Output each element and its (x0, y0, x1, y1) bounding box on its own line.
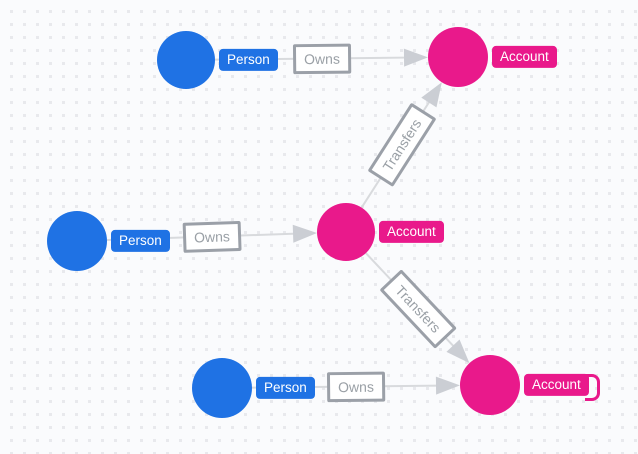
account-node-caption[interactable]: Account (379, 220, 444, 244)
edge-arrowhead-icon[interactable] (403, 48, 429, 67)
person-node-caption[interactable]: Person (111, 229, 170, 253)
caption-echo-shape (585, 374, 600, 401)
person-node-circle[interactable] (157, 31, 215, 89)
account-node-circle[interactable] (428, 27, 488, 87)
node-account[interactable]: Account (428, 27, 557, 87)
relationship-label-owns[interactable]: Owns (292, 43, 352, 74)
node-person[interactable]: Person (192, 358, 315, 418)
relationship-label-owns[interactable]: Owns (182, 220, 241, 253)
relationship-label-owns[interactable]: Owns (326, 371, 386, 402)
node-account[interactable]: Account (317, 203, 444, 261)
node-person[interactable]: Person (157, 31, 278, 89)
account-node-circle[interactable] (317, 203, 375, 261)
account-node-caption[interactable]: Account (524, 373, 589, 397)
node-person[interactable]: Person (47, 211, 170, 271)
edge-arrowhead-icon[interactable] (421, 82, 442, 108)
edge-arrowhead-icon[interactable] (446, 339, 470, 364)
edge-arrowhead-icon[interactable] (435, 376, 461, 395)
edge-arrowhead-icon[interactable] (292, 224, 318, 243)
node-account[interactable]: Account (460, 355, 589, 415)
person-node-caption[interactable]: Person (219, 48, 278, 72)
account-node-circle[interactable] (460, 355, 520, 415)
person-node-caption[interactable]: Person (256, 376, 315, 400)
account-node-caption[interactable]: Account (492, 45, 557, 69)
person-node-circle[interactable] (192, 358, 252, 418)
person-node-circle[interactable] (47, 211, 107, 271)
